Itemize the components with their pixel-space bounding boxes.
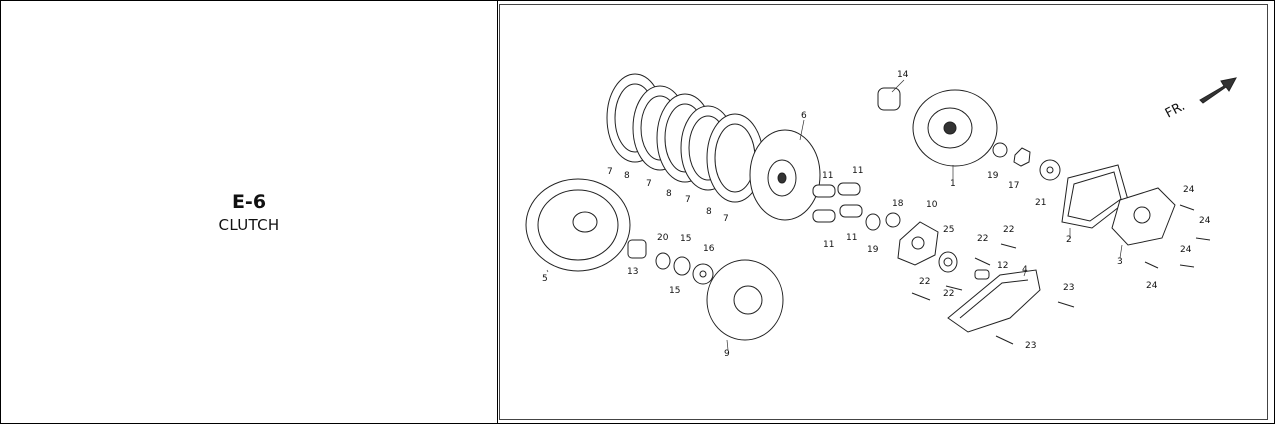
callout-labels: 14 6 7 8 7 8 7 8 7 1 19 17 21 11 11 11 1…	[542, 70, 1211, 359]
nut-icon	[865, 142, 1061, 231]
collar-icon	[627, 239, 647, 259]
callout-label: 19	[867, 245, 879, 255]
direction-label: FR.	[1163, 99, 1188, 122]
callout-label: 24	[1146, 281, 1158, 291]
callout-label: 24	[1180, 245, 1192, 255]
callout-label: 11	[823, 240, 834, 250]
leader-lines	[546, 79, 1123, 351]
section-title: CLUTCH	[218, 216, 280, 234]
clutch-plates-icon	[606, 73, 764, 203]
callout-label: 24	[1183, 185, 1195, 195]
callout-label: 5	[542, 274, 548, 284]
callout-label: 22	[977, 234, 988, 244]
lifter-plate-icon	[897, 221, 958, 273]
callout-label: 11	[822, 171, 833, 181]
washer-icon	[655, 252, 714, 285]
callout-label: 23	[1063, 283, 1074, 293]
callout-label: 9	[724, 349, 730, 359]
callout-label: 23	[1025, 341, 1036, 351]
callout-label: 22	[943, 289, 954, 299]
callout-label: 6	[801, 111, 807, 121]
gasket-icon	[1061, 164, 1129, 229]
clutch-cover-icon	[1111, 187, 1176, 246]
diagram-panel	[499, 4, 1268, 420]
front-direction-arrow-icon	[1199, 77, 1237, 104]
callout-label: 2	[1066, 235, 1072, 245]
callout-label: 7	[607, 167, 613, 177]
callout-label: 24	[1199, 216, 1211, 226]
callout-label: 3	[1117, 257, 1123, 267]
callout-label: 7	[685, 195, 691, 205]
callout-label: 10	[926, 200, 938, 210]
callout-label: 7	[646, 179, 652, 189]
callout-label: 15	[680, 234, 691, 244]
callout-label: 8	[666, 189, 672, 199]
callout-label: 19	[987, 171, 999, 181]
drive-plate-icon	[877, 87, 998, 167]
callout-label: 12	[997, 261, 1008, 271]
callout-label: 22	[919, 277, 930, 287]
callout-label: 22	[1003, 225, 1014, 235]
callout-label: 7	[723, 214, 729, 224]
callout-label: 16	[703, 244, 715, 254]
callout-label: 8	[624, 171, 630, 181]
clutch-center-icon	[706, 259, 784, 341]
callout-label: 11	[852, 166, 863, 176]
bolt-icon	[911, 204, 1211, 345]
callout-label: 20	[657, 233, 669, 243]
callout-label: 8	[706, 207, 712, 217]
clutch-spring-icon	[812, 182, 863, 223]
callout-label: 21	[1035, 198, 1046, 208]
pressure-plate-icon	[749, 129, 821, 221]
callout-label: 18	[892, 199, 904, 209]
callout-label: 25	[943, 225, 954, 235]
section-panel: E-6 CLUTCH	[0, 0, 498, 424]
section-code: E-6	[231, 191, 267, 213]
callout-label: 15	[669, 286, 680, 296]
clutch-outer-icon	[525, 178, 631, 272]
cover-plate-icon	[947, 269, 1041, 333]
callout-label: 13	[627, 267, 638, 277]
callout-label: 14	[897, 70, 909, 80]
callout-label: 11	[846, 233, 857, 243]
callout-label: 1	[950, 179, 956, 189]
callout-label: 17	[1008, 181, 1019, 191]
callout-label: 4	[1022, 265, 1028, 275]
